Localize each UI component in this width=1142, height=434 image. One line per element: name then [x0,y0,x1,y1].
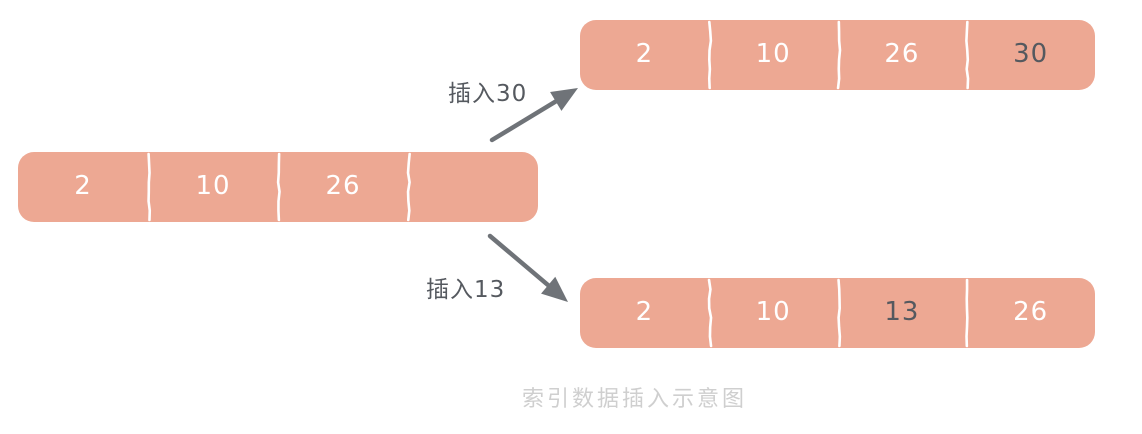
arrow-insert-30-label: 插入30 [448,81,528,107]
array-cell-value: 13 [884,297,920,327]
cell-divider-icon [965,20,970,90]
cell-divider-icon [276,152,281,222]
array-cell[interactable]: 26 [836,20,967,90]
array-cell-value: 2 [635,39,654,69]
array-cell[interactable]: 2 [580,278,709,348]
result-array-insert: 2 10 13 26 [580,278,1095,348]
array-cell[interactable]: 13 [836,278,967,348]
source-array: 2 10 26 [18,152,538,222]
cell-divider-icon [707,20,712,90]
array-cell-value: 26 [884,39,920,69]
array-cell[interactable] [406,152,538,222]
array-cells: 2 10 13 26 [580,278,1095,348]
array-cell-value: 2 [74,171,92,201]
array-cell[interactable]: 30 [965,20,1095,90]
arrow-insert-13-label: 插入13 [426,277,506,303]
array-cells: 2 10 26 [18,152,538,222]
cell-divider-icon [406,152,411,222]
array-cell[interactable]: 10 [707,278,838,348]
cell-divider-icon [707,278,713,348]
cell-divider-icon [836,20,841,90]
cell-divider-icon [965,278,969,348]
array-cell-value: 2 [635,297,654,327]
arrow-head-icon [550,88,578,111]
array-cell[interactable]: 2 [580,20,709,90]
arrow-head-icon [541,276,568,302]
array-cell-value: 30 [1013,39,1049,69]
array-cell-value: 10 [755,297,791,327]
array-cell-value: 10 [755,39,791,69]
figure-caption: 索引数据插入示意图 [522,387,748,412]
array-cell-value: 26 [1013,297,1049,327]
array-cell[interactable]: 10 [707,20,838,90]
cell-divider-icon [836,278,841,348]
array-cell[interactable]: 10 [147,152,278,222]
array-cell[interactable]: 26 [965,278,1095,348]
array-cell[interactable]: 26 [276,152,408,222]
result-array-append: 2 10 26 30 [580,20,1095,90]
cell-divider-icon [147,152,152,222]
array-cell-value: 10 [195,171,231,201]
array-cell[interactable]: 2 [18,152,148,222]
array-cell-value: 26 [325,171,361,201]
array-cells: 2 10 26 30 [580,20,1095,90]
